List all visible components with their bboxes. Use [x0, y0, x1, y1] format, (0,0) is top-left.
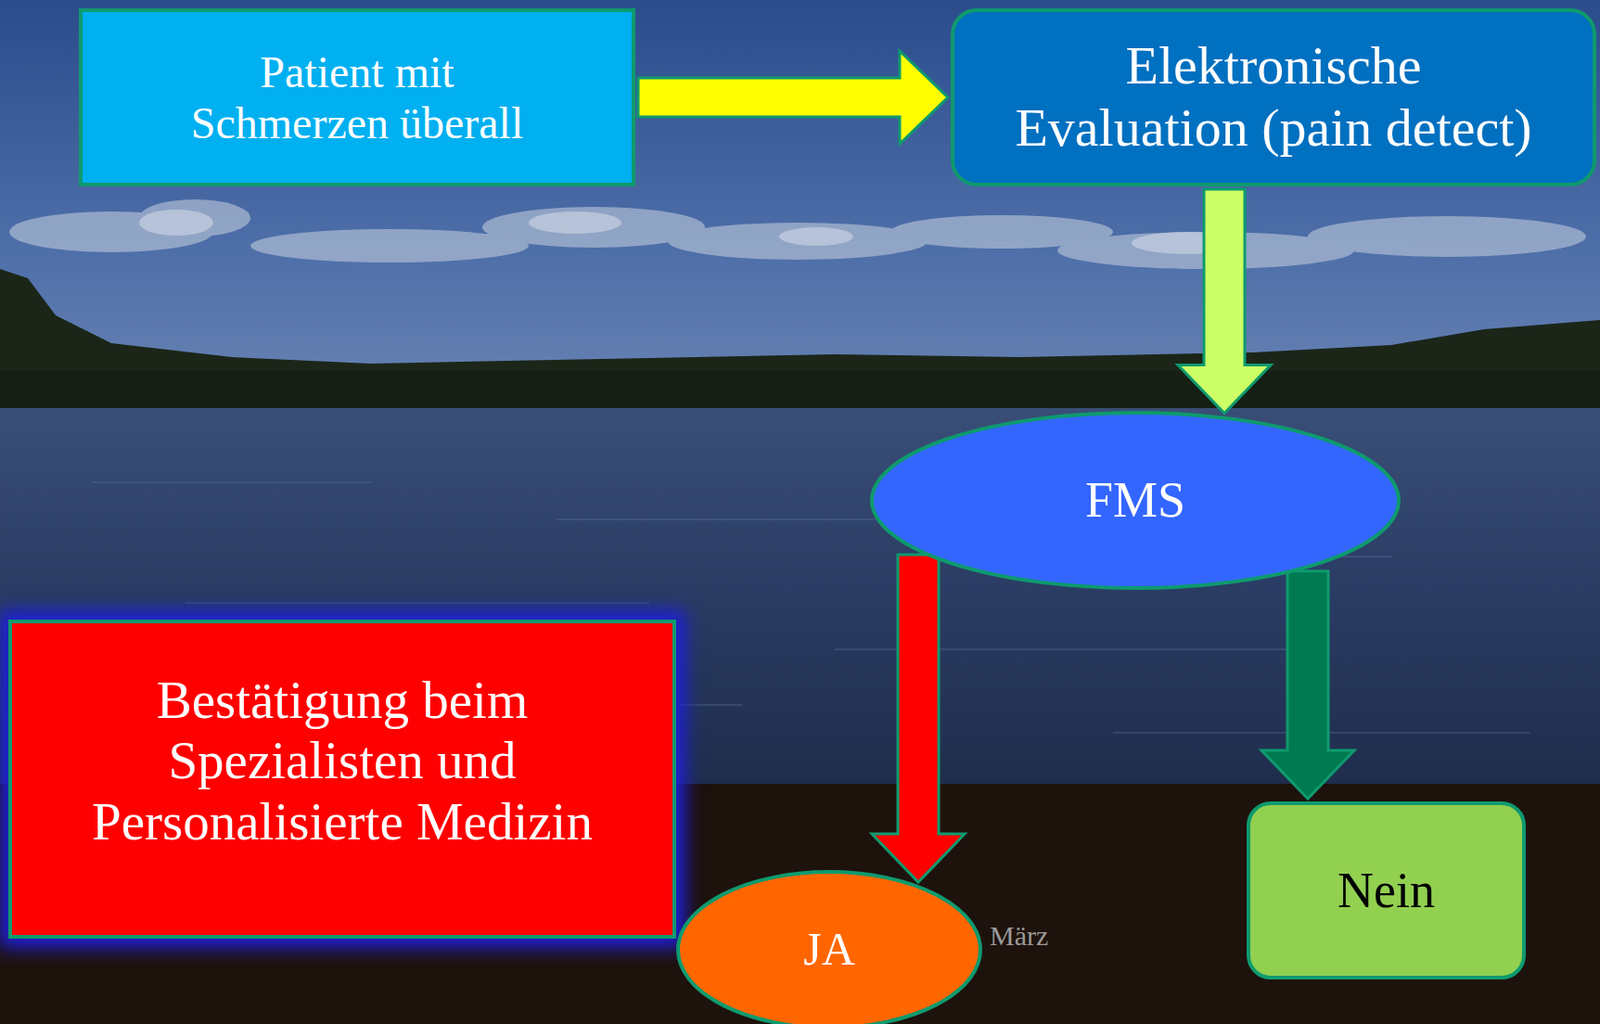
- flow-arrow: [638, 51, 948, 144]
- node-text: FMS: [1085, 471, 1186, 529]
- yes-arrow: [871, 554, 965, 883]
- flow-arrow: [1177, 189, 1271, 414]
- start-box: Patient mit Schmerzen überall: [78, 8, 636, 187]
- node-text: Elektronische Evaluation (pain detect): [976, 35, 1571, 159]
- date-note: März: [989, 920, 1049, 952]
- no-box: Nein: [1246, 801, 1526, 980]
- yes-ellipse: JA: [676, 870, 983, 1024]
- node-text: Bestätigung beim Spezialisten und Person…: [36, 669, 649, 853]
- node-text: Patient mit Schmerzen überall: [166, 46, 548, 149]
- process-box: Elektronische Evaluation (pain detect): [950, 8, 1597, 187]
- result-box: Bestätigung beim Spezialisten und Person…: [8, 619, 677, 939]
- node-text: JA: [803, 922, 856, 977]
- node-text: Nein: [1337, 861, 1435, 920]
- no-arrow: [1261, 571, 1355, 799]
- decision-ellipse: FMS: [870, 410, 1401, 590]
